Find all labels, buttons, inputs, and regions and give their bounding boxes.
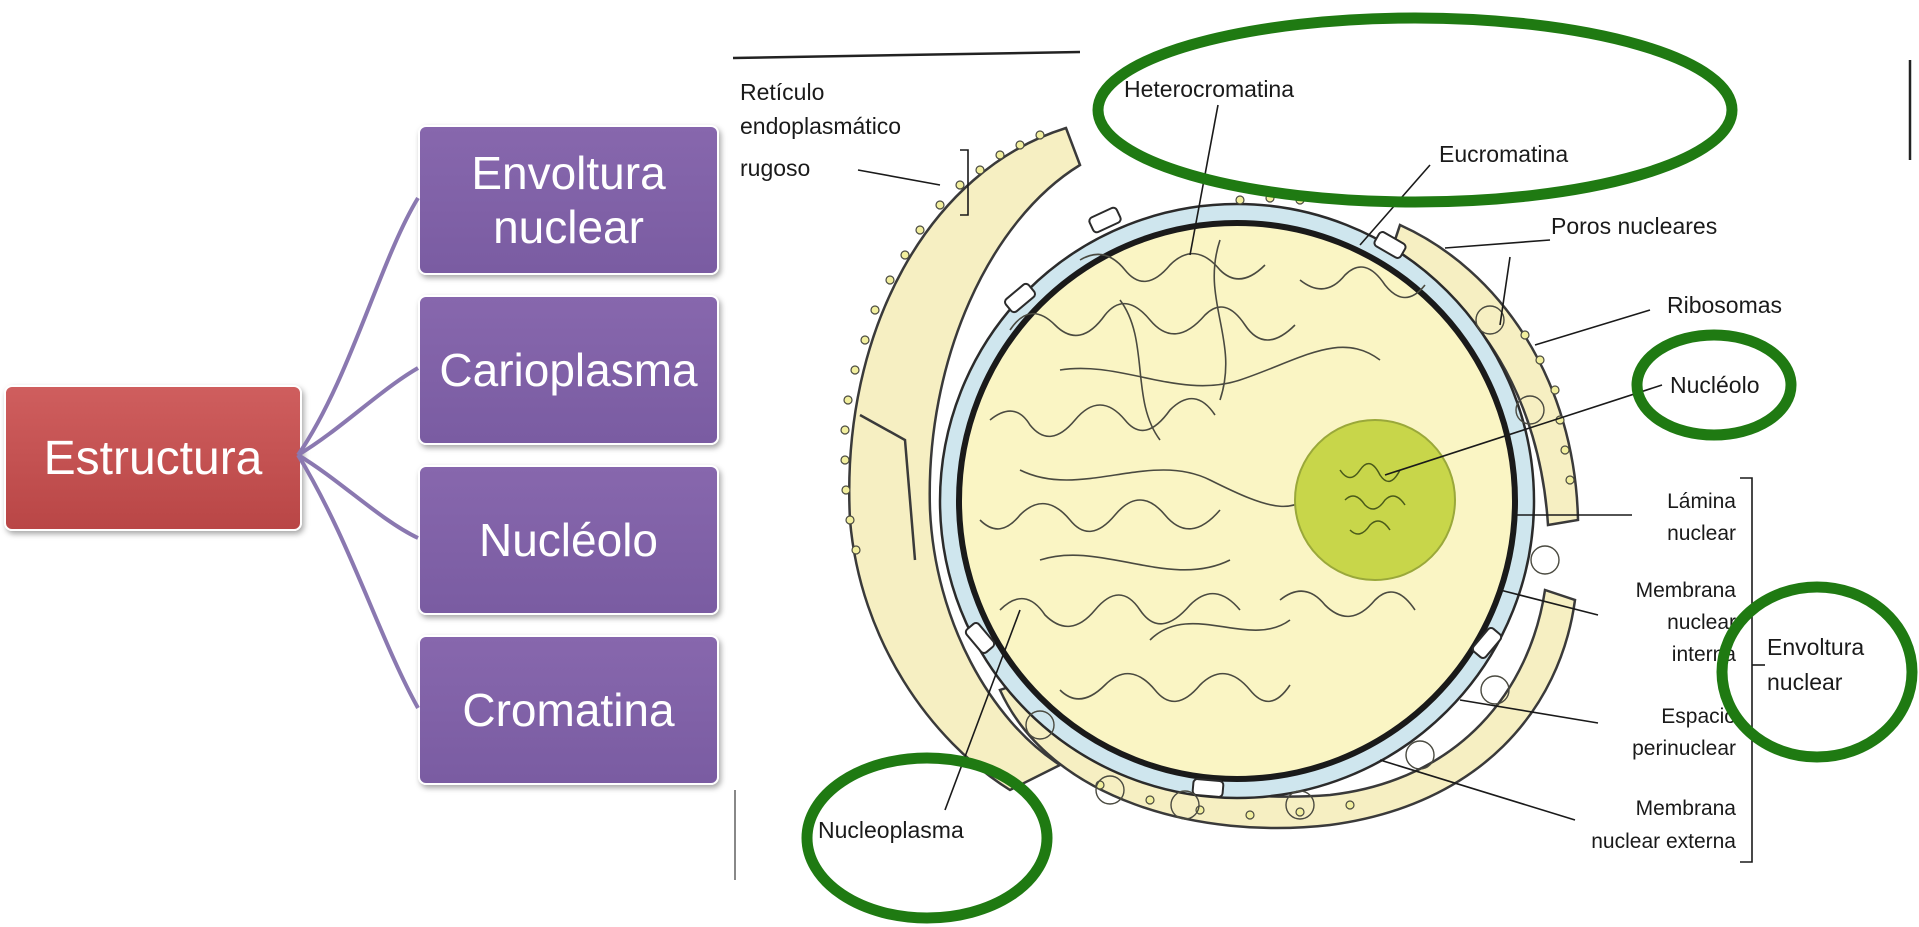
label-reticulo-1: Retículo (740, 79, 824, 105)
connector-carioplasma (298, 368, 418, 455)
nucleolus (1295, 420, 1455, 580)
concept-connectors (298, 198, 418, 708)
label-lamina-1: Lámina (1667, 490, 1736, 513)
label-reticulo-2: endoplasmático (740, 113, 901, 139)
label-envoltura-2: nuclear (1767, 669, 1843, 695)
label-poros-nucleares: Poros nucleares (1551, 213, 1717, 239)
label-lamina-2: nuclear (1667, 522, 1736, 545)
connector-nucleolo (298, 455, 418, 538)
label-espacio-2: perinuclear (1632, 737, 1736, 760)
label-ribosomas: Ribosomas (1667, 292, 1782, 318)
label-membrana-externa-1: Membrana (1636, 797, 1737, 820)
label-eucromatina: Eucromatina (1439, 141, 1568, 167)
label-heterocromatina: Heterocromatina (1124, 76, 1294, 102)
label-reticulo-3: rugoso (740, 155, 810, 181)
connector-cromatina (298, 455, 418, 708)
label-membrana-interna-2: nuclear (1667, 611, 1736, 634)
label-envoltura-1: Envoltura (1767, 634, 1864, 660)
label-membrana-interna-1: Membrana (1636, 579, 1737, 602)
label-nucleoplasma: Nucleoplasma (818, 817, 964, 843)
highlight-heterocromatina (1098, 18, 1732, 202)
label-espacio-1: Espacio (1661, 705, 1736, 728)
figure-top-border (733, 52, 1080, 58)
label-membrana-externa-2: nuclear externa (1591, 830, 1736, 853)
connector-envoltura (298, 198, 418, 455)
label-nucleolo: Nucléolo (1670, 372, 1760, 398)
